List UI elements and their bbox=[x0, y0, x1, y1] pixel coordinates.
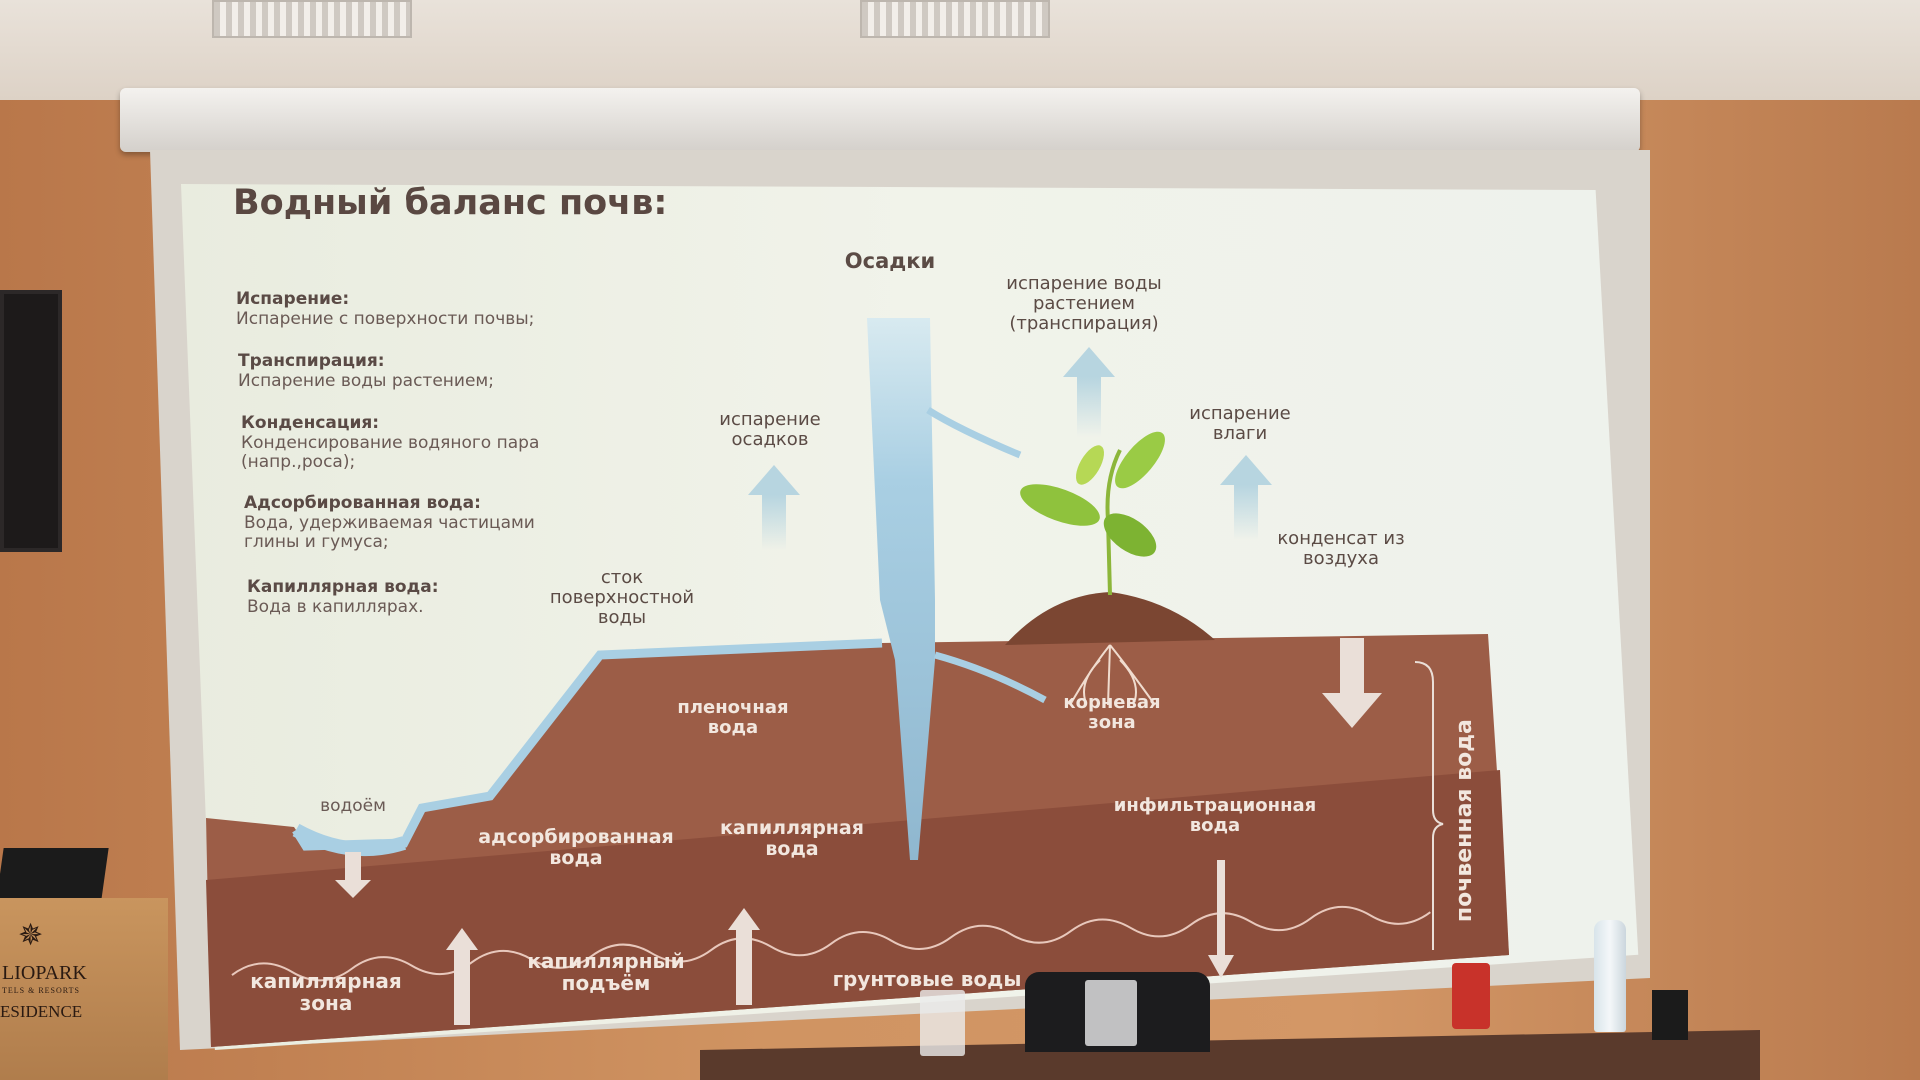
definition-term: Конденсация: bbox=[241, 413, 380, 433]
podium-logo-text: LIOPARK bbox=[2, 962, 87, 984]
arrow-shaft bbox=[1077, 377, 1101, 437]
down-arrow-icon bbox=[335, 638, 1382, 978]
label-reservoir: водоём bbox=[320, 796, 386, 816]
label-capillary-rise: капиллярный подъём bbox=[527, 949, 685, 995]
podium-logo-icon: ✵ bbox=[18, 918, 44, 953]
soil-mound bbox=[1005, 592, 1215, 645]
label-runoff: сток поверхностной воды bbox=[549, 567, 695, 628]
arrow-shaft bbox=[1234, 485, 1258, 540]
definition-term: Адсорбированная вода: bbox=[244, 493, 481, 513]
podium-residence: ESIDENCE bbox=[0, 1002, 83, 1021]
water-bottle bbox=[1594, 920, 1626, 1032]
label-precip-evaporation: испарение осадков bbox=[719, 409, 821, 450]
measuring-beaker bbox=[920, 990, 965, 1056]
red-cup bbox=[1452, 963, 1490, 1029]
wall-tv bbox=[0, 290, 62, 552]
definition-evaporation: Испарение:Испарение с поверхности почвы; bbox=[236, 289, 616, 329]
ceiling-vent bbox=[212, 0, 412, 38]
groundwater-wave bbox=[231, 905, 1431, 982]
definition-text: Вода в капиллярах. bbox=[247, 596, 424, 617]
surface-water-runoff bbox=[292, 638, 883, 851]
soil-water-brace bbox=[1414, 661, 1444, 950]
definition-term: Испарение: bbox=[236, 289, 350, 309]
definition-text: Испарение воды растением; bbox=[238, 370, 494, 391]
label-groundwater: грунтовые воды bbox=[832, 967, 1022, 991]
label-capillary-zone: капиллярная зона bbox=[250, 969, 402, 1015]
label-infiltration-water: инфильтрационная вода bbox=[1113, 795, 1317, 836]
definition-adsorbed: Адсорбированная вода:Вода, удерживаемая … bbox=[244, 493, 554, 553]
transpiration-arrow-icon bbox=[1063, 347, 1115, 377]
label-capillary-water: капиллярная вода bbox=[720, 817, 864, 860]
laptop bbox=[0, 848, 109, 900]
measuring-beaker bbox=[1085, 980, 1137, 1046]
water-branch-lower bbox=[934, 651, 1047, 704]
label-adsorbed-water: адсорбированная вода bbox=[478, 826, 674, 869]
arrow-shaft bbox=[762, 495, 786, 550]
label-transpiration: испарение воды растением (транспирация) bbox=[1006, 273, 1162, 334]
pen-holder bbox=[1652, 990, 1688, 1040]
label-soil-water: почвенная вода bbox=[1451, 719, 1477, 923]
ceiling-vent bbox=[860, 0, 1050, 38]
definition-text: Испарение с поверхности почвы; bbox=[236, 308, 535, 329]
label-root-zone: корневая зона bbox=[1063, 692, 1161, 733]
definition-term: Транспирация: bbox=[238, 351, 385, 371]
water-branch-upper bbox=[926, 407, 1022, 459]
podium: ✵ LIOPARK TELS & RESORTS ESIDENCE bbox=[0, 898, 168, 1080]
definition-transpiration: Транспирация:Испарение воды растением; bbox=[238, 351, 618, 391]
podium-logo-sub: TELS & RESORTS bbox=[2, 986, 80, 995]
slide-title: Водный баланс почв: bbox=[233, 183, 668, 223]
label-condensate: конденсат из воздуха bbox=[1277, 528, 1405, 569]
label-film-water: пленочная вода bbox=[677, 697, 789, 738]
moisture-evaporation-arrow-icon bbox=[1220, 455, 1272, 485]
plant-icon bbox=[1020, 431, 1165, 596]
definition-text: Вода, удерживаемая частицами глины и гум… bbox=[244, 512, 535, 553]
definition-text: Конденсирование водяного пара (напр.,рос… bbox=[241, 432, 540, 473]
projector-screen-casing bbox=[120, 88, 1640, 152]
definition-capillary: Капиллярная вода:Вода в капиллярах. bbox=[247, 577, 547, 617]
label-precipitation: Осадки bbox=[844, 249, 936, 273]
up-arrow-icon bbox=[446, 908, 760, 1025]
definition-condensation: Конденсация:Конденсирование водяного пар… bbox=[241, 413, 561, 473]
reservoir-water bbox=[292, 823, 407, 857]
precip-evaporation-arrow-icon bbox=[748, 465, 800, 495]
precipitation-column bbox=[867, 318, 935, 860]
roots-icon bbox=[1069, 644, 1156, 706]
definition-term: Капиллярная вода: bbox=[247, 577, 439, 597]
label-moisture-evaporation: испарение влаги bbox=[1189, 403, 1291, 444]
